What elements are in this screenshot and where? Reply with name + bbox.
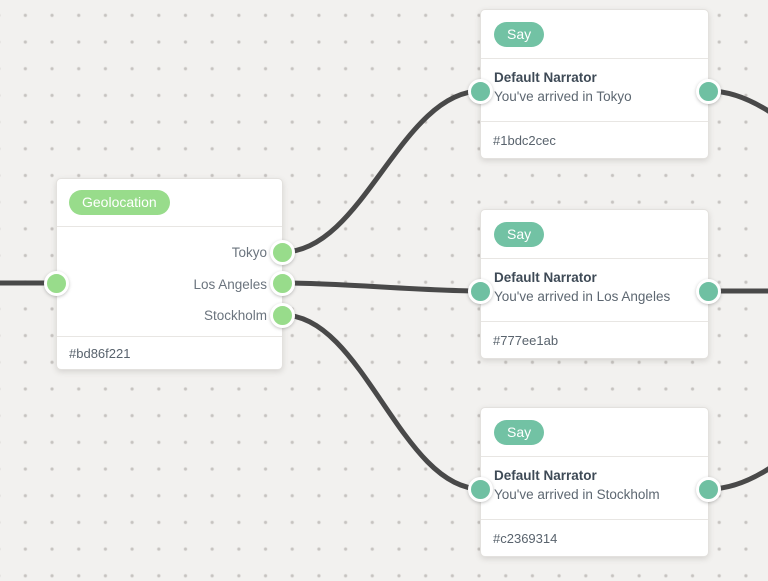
node-body: Default Narrator You've arrived in Tokyo bbox=[481, 59, 708, 106]
output-label: Tokyo bbox=[231, 245, 267, 261]
speaker-label: Default Narrator bbox=[494, 270, 597, 285]
message-text: You've arrived in Tokyo bbox=[494, 89, 632, 104]
output-port[interactable] bbox=[696, 477, 721, 502]
node-header: Say bbox=[481, 210, 708, 259]
node-body: Default Narrator You've arrived in Los A… bbox=[481, 259, 708, 306]
output-port-tokyo[interactable] bbox=[270, 240, 295, 265]
node-body: Tokyo Los Angeles Stockholm bbox=[57, 227, 282, 332]
node-type-badge: Geolocation bbox=[69, 190, 170, 215]
node-header: Say bbox=[481, 408, 708, 457]
input-port[interactable] bbox=[468, 477, 493, 502]
speaker-label: Default Narrator bbox=[494, 70, 597, 85]
node-body: Default Narrator You've arrived in Stock… bbox=[481, 457, 708, 504]
message-text: You've arrived in Los Angeles bbox=[494, 289, 671, 304]
node-footer: #bd86f221 bbox=[57, 336, 282, 369]
node-footer: #1bdc2cec bbox=[481, 121, 708, 158]
output-row-stockholm[interactable]: Stockholm bbox=[57, 300, 282, 332]
node-header: Geolocation bbox=[57, 179, 282, 227]
wire-say-tokyo-out[interactable] bbox=[706, 88, 768, 289]
node-id: #1bdc2cec bbox=[493, 132, 556, 148]
node-id: #bd86f221 bbox=[69, 345, 131, 361]
node-say-losangeles[interactable]: Say Default Narrator You've arrived in L… bbox=[468, 209, 721, 359]
input-port[interactable] bbox=[468, 79, 493, 104]
node-footer: #c2369314 bbox=[481, 519, 708, 556]
output-port-stockholm[interactable] bbox=[270, 303, 295, 328]
wire-geolocation-losangeles[interactable] bbox=[280, 280, 484, 294]
node-type-badge: Say bbox=[494, 221, 545, 247]
output-port[interactable] bbox=[696, 79, 721, 104]
node-say-stockholm[interactable]: Say Default Narrator You've arrived in S… bbox=[468, 407, 721, 557]
node-footer: #777ee1ab bbox=[481, 321, 708, 358]
input-port[interactable] bbox=[44, 271, 69, 296]
output-label: Los Angeles bbox=[193, 276, 267, 292]
node-type-badge: Say bbox=[494, 419, 545, 445]
node-id: #777ee1ab bbox=[493, 332, 559, 348]
message-text: You've arrived in Stockholm bbox=[494, 487, 660, 502]
node-header: Say bbox=[481, 10, 708, 59]
speaker-label: Default Narrator bbox=[494, 468, 597, 483]
input-port[interactable] bbox=[468, 279, 493, 304]
wire-geolocation-stockholm[interactable] bbox=[280, 312, 484, 492]
output-port-losangeles[interactable] bbox=[270, 271, 295, 296]
output-port[interactable] bbox=[696, 279, 721, 304]
node-id: #c2369314 bbox=[493, 530, 558, 546]
wire-say-stockholm-out[interactable] bbox=[706, 291, 768, 492]
node-type-badge: Say bbox=[494, 21, 545, 47]
node-geolocation[interactable]: Geolocation Tokyo Los Angeles Stockholm … bbox=[44, 178, 295, 370]
output-label: Stockholm bbox=[203, 308, 267, 324]
node-say-tokyo[interactable]: Say Default Narrator You've arrived in T… bbox=[468, 9, 721, 159]
output-row-losangeles[interactable]: Los Angeles bbox=[57, 269, 282, 301]
wire-geolocation-tokyo[interactable] bbox=[280, 88, 484, 255]
output-row-tokyo[interactable]: Tokyo bbox=[57, 237, 282, 269]
